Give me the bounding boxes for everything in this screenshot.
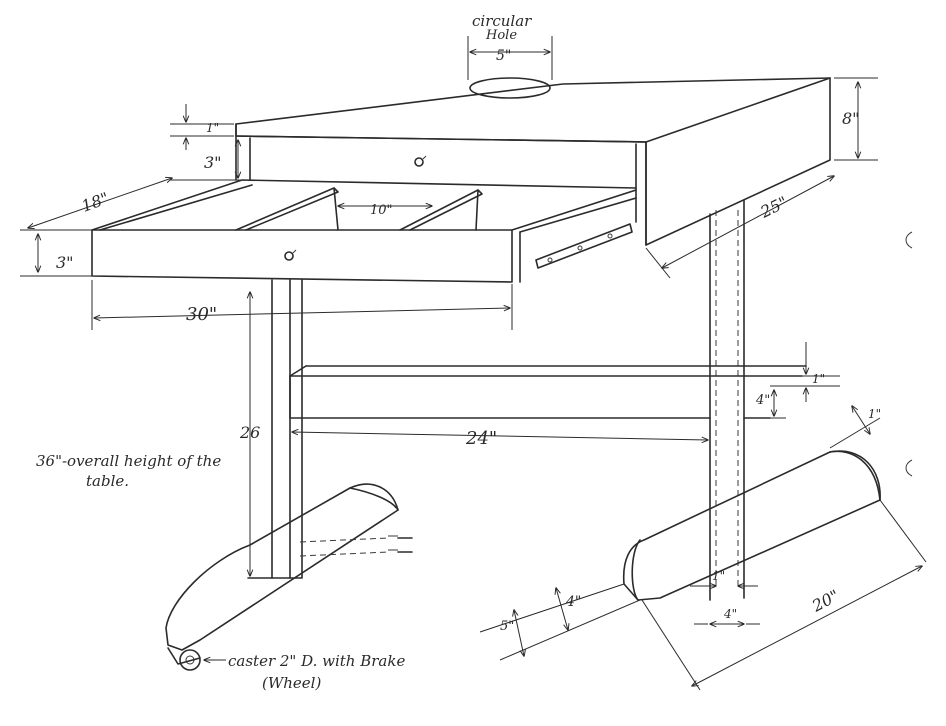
label-foot-thickness: 1": [868, 407, 881, 421]
label-caster-wheel: (Wheel): [262, 674, 321, 692]
label-foot-height-outer: 5": [500, 619, 514, 634]
label-apron-height: 8": [842, 109, 860, 128]
table-top: [235, 77, 831, 246]
left-foot: [165, 483, 399, 671]
open-drawer: [91, 179, 637, 283]
back-right-leg: [709, 199, 745, 601]
label-drawer-side-height: 3": [56, 253, 74, 272]
label-caster: caster 2" D. with Brake: [228, 652, 405, 670]
label-leg-height: 26: [239, 423, 260, 442]
label-drawer-depth: 18": [79, 188, 112, 215]
label-hole: Hole: [485, 28, 517, 43]
label-foot-height-inner: 4": [565, 594, 581, 610]
margin-mark: [905, 231, 913, 249]
bolts-icon: [299, 535, 413, 557]
label-foot-length: 20": [808, 586, 842, 616]
circular-hole: [469, 77, 551, 99]
margin-mark: [905, 459, 913, 477]
label-top-thickness: 1": [206, 121, 219, 135]
label-drawer-front-height: 3": [204, 153, 222, 172]
label-overall-height-2: table.: [86, 472, 129, 490]
drawer-knob: [284, 249, 297, 261]
dimension-lines: [20, 36, 927, 691]
label-divider-spacing: 10": [370, 203, 393, 218]
label-circular: circular: [472, 12, 532, 30]
label-leg-width: 4": [723, 607, 737, 621]
label-stretcher-length: 24": [465, 428, 497, 449]
label-overall-height-1: 36"-overall height of the: [36, 452, 221, 470]
label-stretcher-height: 4": [755, 393, 770, 408]
label-hole-dia: 5": [496, 48, 511, 64]
label-drawer-width: 30": [186, 304, 217, 325]
right-foot: [622, 450, 881, 601]
label-table-depth: 25": [757, 192, 791, 222]
label-leg-thickness: 1": [712, 569, 725, 583]
upper-drawer-knob: [414, 155, 427, 167]
stretcher: [289, 365, 807, 419]
label-stretcher-thickness: 1": [812, 372, 825, 386]
